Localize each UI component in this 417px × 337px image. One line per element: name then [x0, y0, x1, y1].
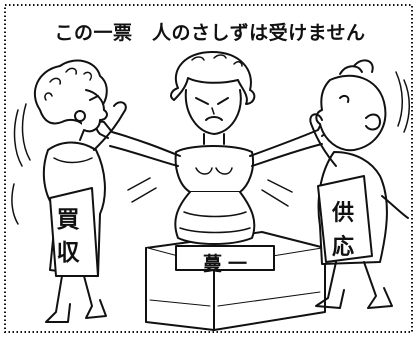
bribery-sash-label: 買 収 — [55, 208, 81, 274]
panel-border — [4, 4, 413, 333]
entertainment-sash-line1: 供 — [331, 200, 354, 226]
center-woman — [95, 51, 334, 245]
ballot-box-label: 蔓一 — [202, 253, 253, 275]
entertainment-sash-label: 供 応 — [330, 202, 356, 270]
left-figure — [11, 59, 127, 323]
bribery-sash-line1: 買 — [56, 206, 80, 233]
cartoon-caption: この一票 人のさしずは受けません — [54, 22, 366, 44]
right-figure — [309, 59, 410, 309]
ballot-box — [145, 231, 326, 331]
entertainment-sash-line2: 応 — [331, 234, 354, 260]
bribery-sash-line2: 収 — [56, 239, 80, 266]
